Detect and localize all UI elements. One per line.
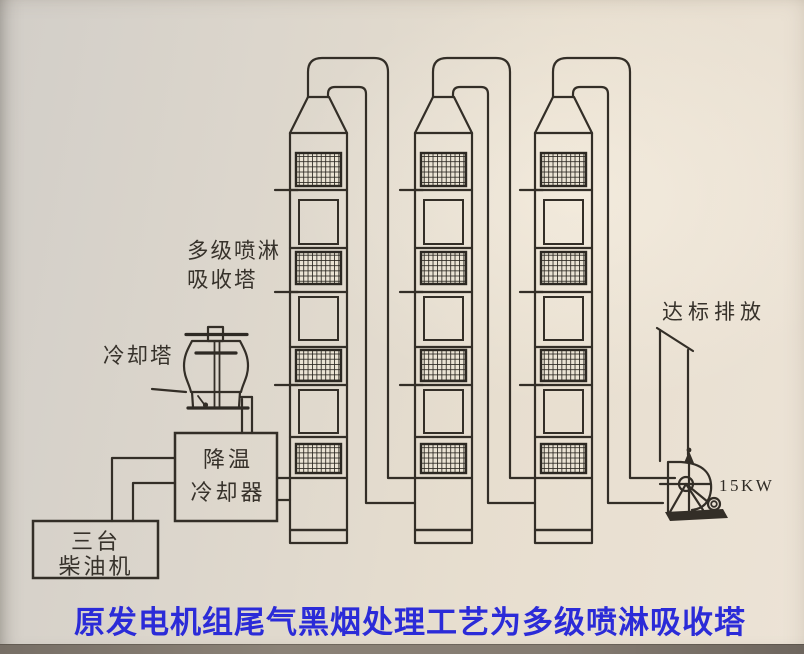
exhaust-stack [655,326,695,463]
label-absorber-tower-line2: 吸收塔 [187,268,258,292]
label-emission: 达标排放 [662,300,766,324]
label-diesel-line1: 三台 [71,529,121,554]
absorber-tower-1 [273,95,349,545]
duct-tower1-to-tower2 [306,56,417,505]
label-absorber-tower-line1: 多级喷淋 [187,239,281,263]
label-cooler-line2: 冷却器 [190,480,265,505]
absorber-tower-2 [398,95,474,545]
photo-bottom-edge [0,644,804,654]
label-cooler-line1: 降温 [203,447,253,472]
pipe-diesel-to-cooler [110,456,177,523]
label-cooling-tower: 冷却塔 [103,344,174,368]
duct-tower2-to-tower3 [431,56,537,505]
label-fan-power: 15KW [719,476,774,495]
cooling-tower-vessel [150,325,254,435]
caption-text: 原发电机组尾气黑烟处理工艺为多级喷淋吸收塔 [74,605,746,640]
centrifugal-fan [658,447,728,521]
duct-tower3-to-fan [551,56,677,505]
label-diesel-line2: 柴油机 [58,554,133,579]
diesel-engine-box [31,519,160,580]
absorber-tower-3 [518,95,594,545]
duct-cooler-to-tower1 [275,476,292,502]
